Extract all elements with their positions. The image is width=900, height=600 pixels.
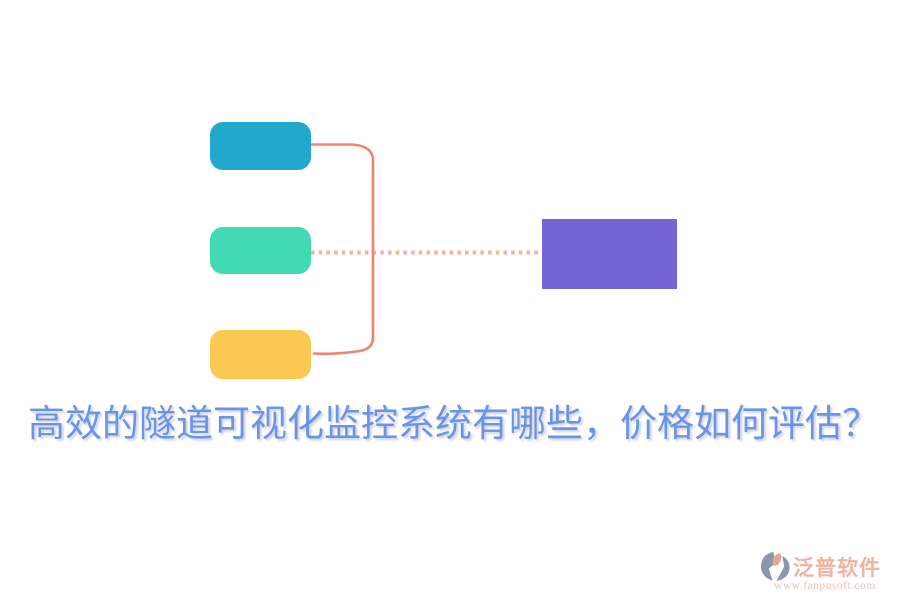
watermark-brand-text: 泛普软件 [793,555,881,580]
watermark-url-text: www.fanpusoft.com [774,580,876,592]
target-box [542,219,677,289]
fanpu-logo-icon [760,551,790,581]
logo-accent-shape [772,553,782,566]
logo-wedge-shape [776,555,790,581]
top-item-box [210,122,311,170]
watermark: 泛普软件 www.fanpusoft.com [760,551,890,592]
bottom-item-box [210,330,311,379]
middle-item-box [210,227,311,274]
logo-crescent-shape [760,551,776,581]
headline-title: 高效的隧道可视化监控系统有哪些，价格如何评估？ [28,404,879,445]
bracket-connector-line [309,143,375,356]
